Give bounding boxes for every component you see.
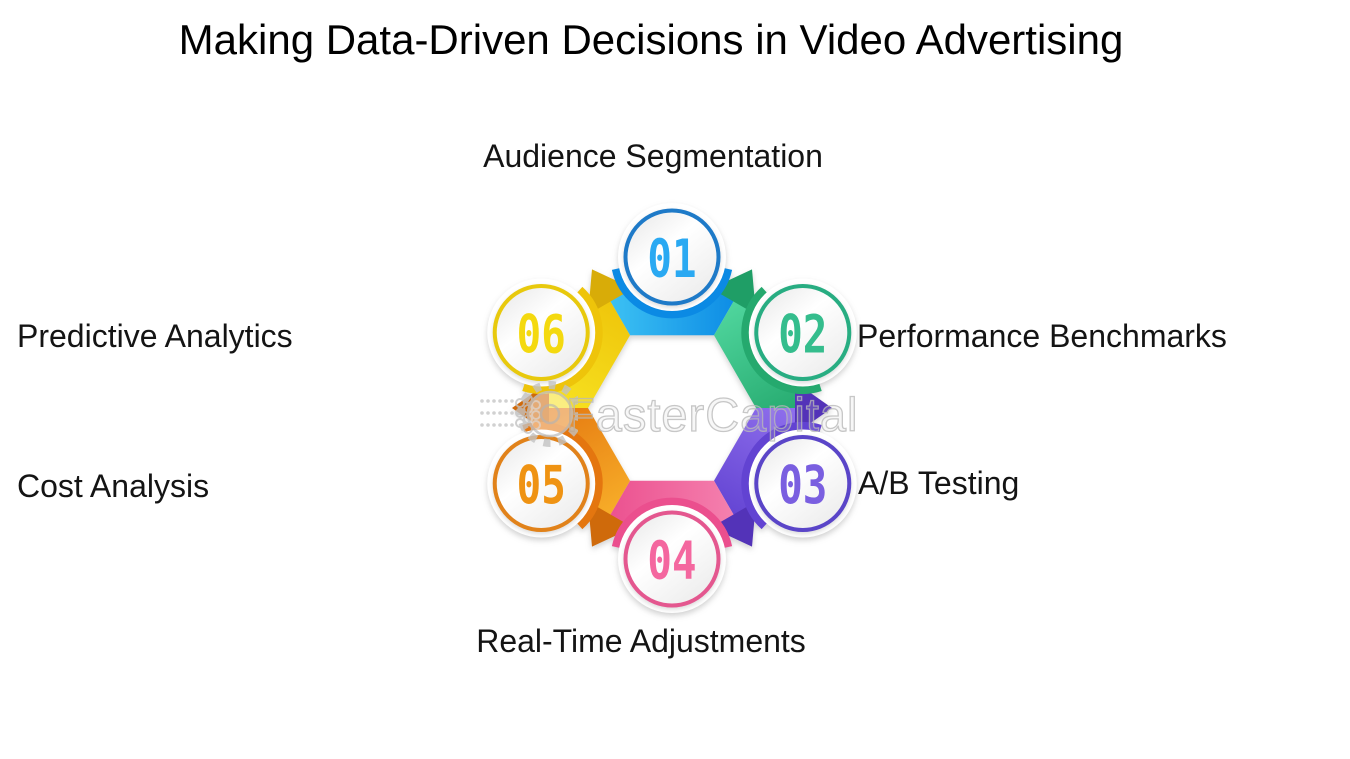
node-number-02: 02 [778,304,827,366]
watermark-text: FasterCapital [565,387,859,441]
node-01-label: Audience Segmentation [483,138,823,174]
diagram-title: Making Data-Driven Decisions in Video Ad… [178,16,1124,63]
node-03-label: A/B Testing [858,465,1020,501]
node-04-label: Real-Time Adjustments [476,623,806,659]
hexagon-nodes: 01 02 03 04 05 06 [492,208,852,608]
band-collar-03 [741,422,822,530]
band-collar-05 [522,422,603,530]
band-collar-02 [741,286,822,394]
node-circle-03 [754,435,852,532]
band-fold-03 [795,382,832,434]
node-circle-05 [492,435,590,532]
node-circle-02 [754,284,852,381]
node-05-label: Cost Analysis [17,468,210,504]
band-collar-01 [611,268,733,319]
node-02-label: Performance Benchmarks [857,318,1227,354]
fastercapital-watermark: FasterCapital [478,378,859,450]
node-circle-06 [492,284,590,381]
band-fold-05 [588,501,633,547]
node-number-01: 01 [647,229,696,291]
node-circle-04 [623,510,721,608]
band-fold-03 [711,501,756,547]
node-number-04: 04 [647,531,696,593]
band-fold-06 [588,269,633,315]
node-number-05: 05 [517,455,566,517]
band-fold-02 [711,269,756,315]
gear-icon [480,381,578,447]
band-collar-06 [522,286,603,394]
band-collar-04 [611,497,733,548]
node-number-06: 06 [517,304,566,366]
node-number-03: 03 [778,455,827,517]
node-06-label: Predictive Analytics [17,318,293,354]
node-circle-01 [623,208,721,306]
